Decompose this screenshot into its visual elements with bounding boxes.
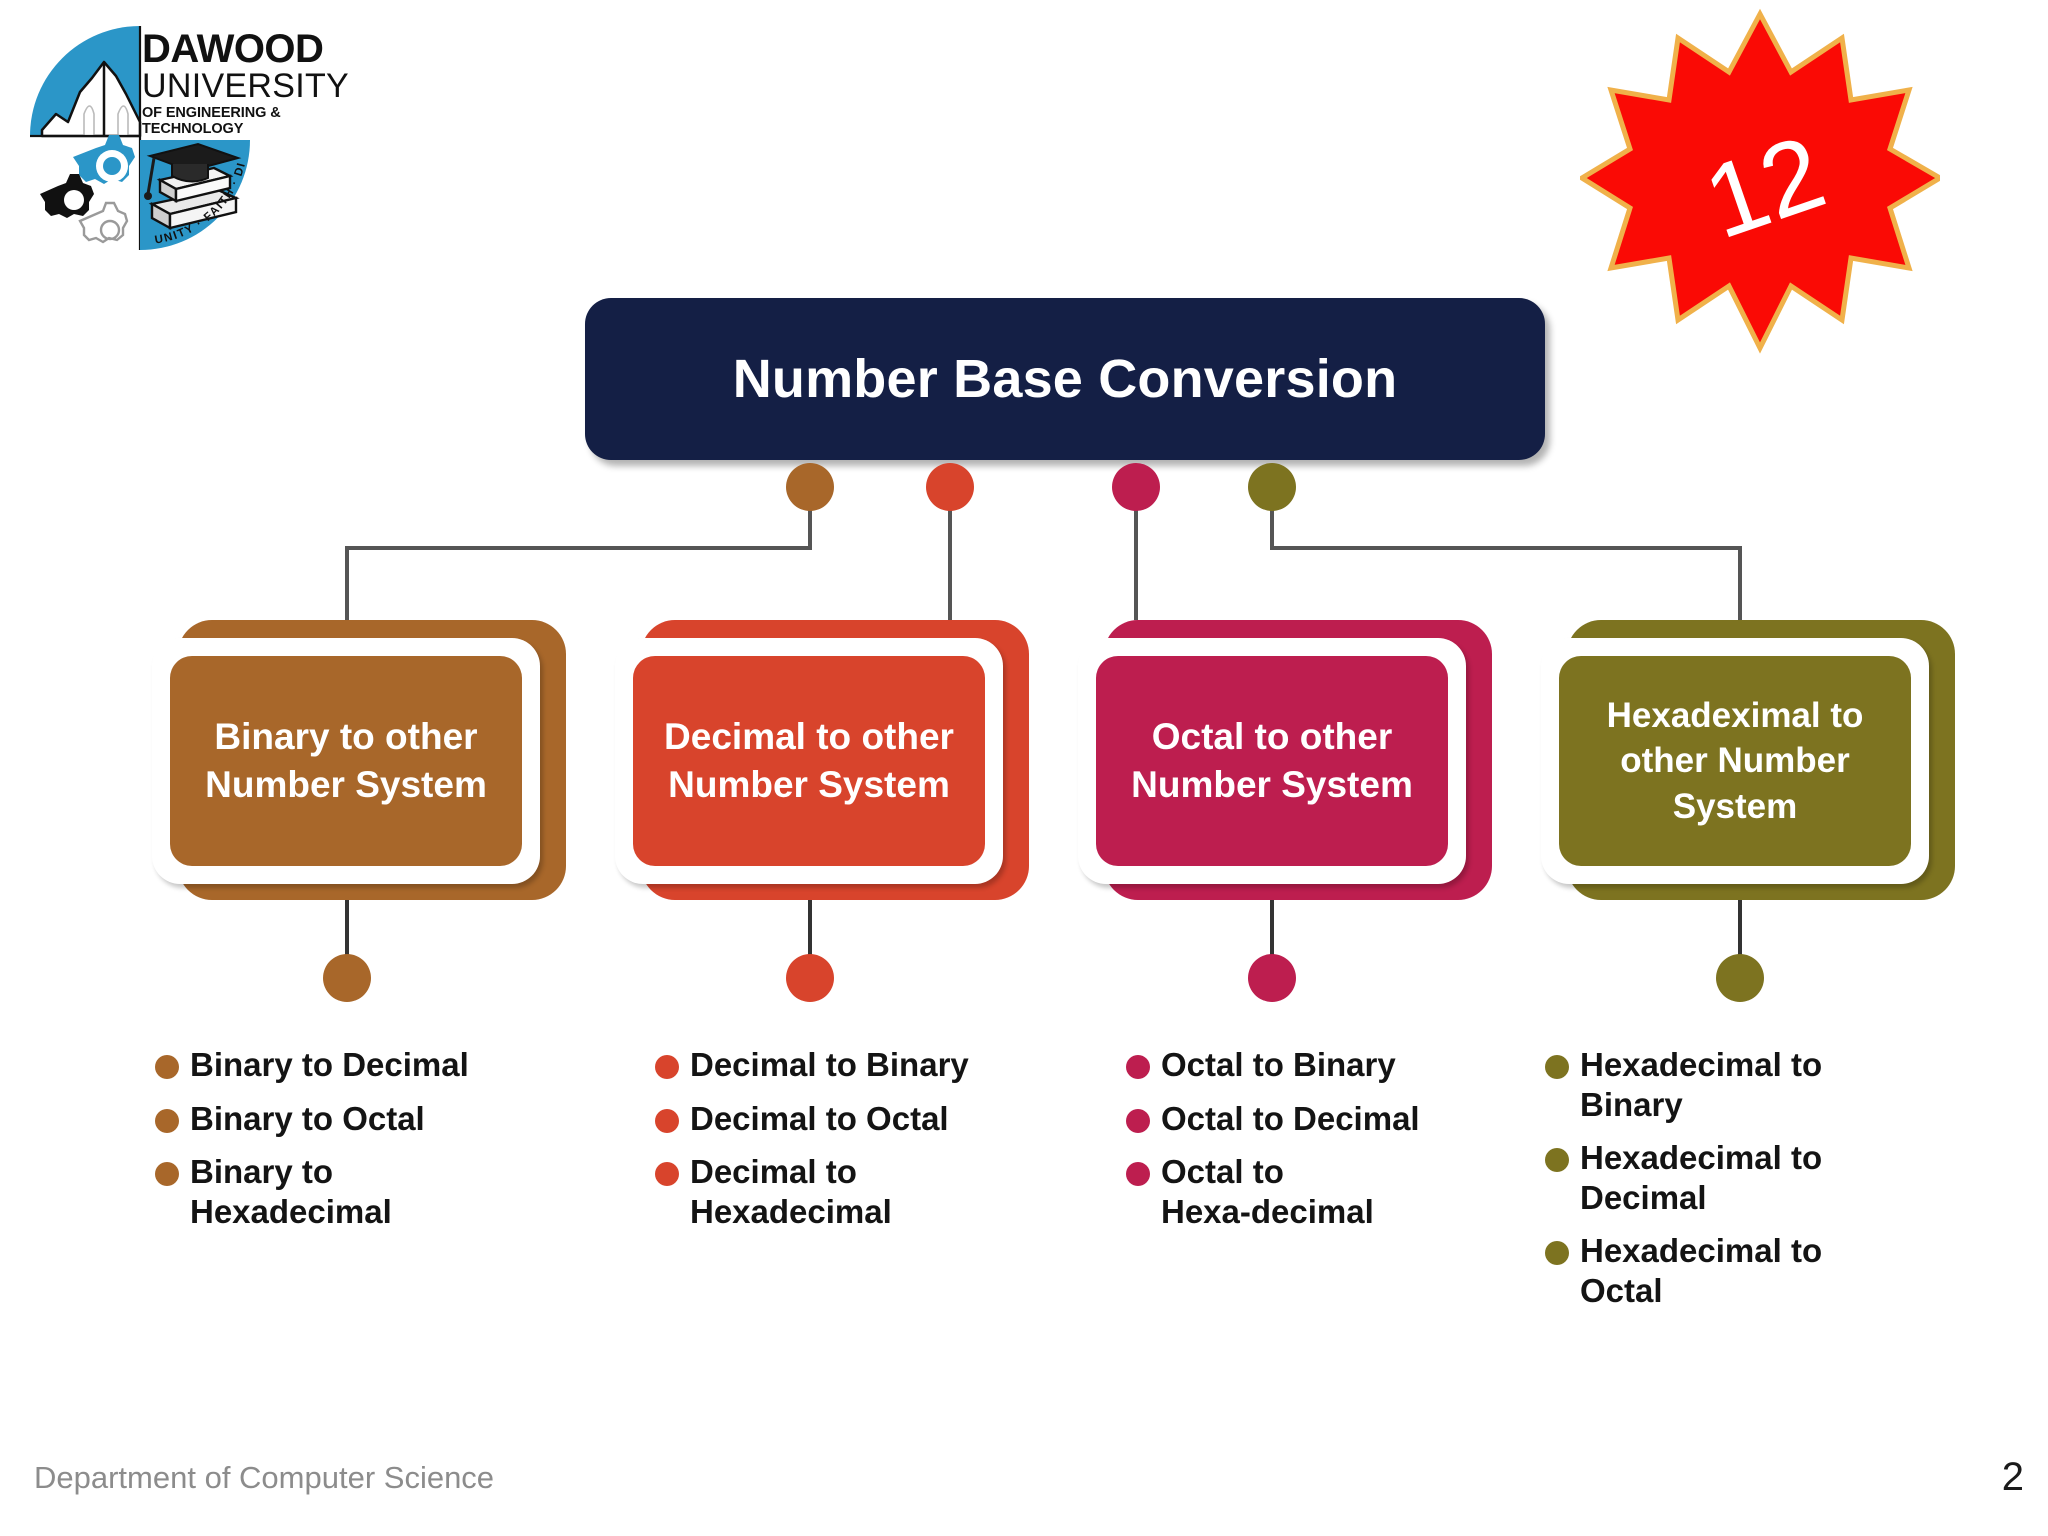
bullet-dot-icon — [1126, 1055, 1150, 1079]
node-dot-octal-top — [1112, 463, 1160, 511]
university-logo: UNITY · FAITH · DISCIPLINE DAWOOD UNIVER… — [18, 12, 368, 262]
list-item[interactable]: Octal to Decimal — [1126, 1099, 1506, 1139]
branch-list-decimal: Decimal to Binary Decimal to Octal Decim… — [655, 1045, 1055, 1245]
connector-hexadecimal — [1270, 490, 1742, 620]
logo-wordmark: DAWOOD UNIVERSITY OF ENGINEERING & TECHN… — [142, 27, 372, 138]
list-item-label: Octal to Decimal — [1161, 1099, 1420, 1137]
list-item[interactable]: Decimal to Binary — [655, 1045, 1055, 1085]
branch-card-hexadecimal[interactable]: Hexadeximal to other Number System — [1541, 620, 1955, 900]
connector-binary — [345, 490, 812, 620]
list-item-label: Binary to Decimal — [190, 1046, 469, 1083]
list-item-label: Decimal to Hexadecimal — [690, 1153, 892, 1230]
diagram-title-text: Number Base Conversion — [732, 349, 1398, 409]
node-dot-hexadecimal-top — [1248, 463, 1296, 511]
slide-number-starburst-badge: 12 — [1577, 8, 1945, 358]
card-label-decimal: Decimal to other Number System — [664, 715, 954, 805]
list-item-label: Octal to Binary — [1161, 1046, 1396, 1083]
logo-name-line3: OF ENGINEERING & TECHNOLOGY — [142, 105, 281, 138]
node-dot-binary-bottom — [323, 954, 371, 1002]
list-item[interactable]: Binary to Decimal — [155, 1045, 555, 1085]
card-label-binary: Binary to other Number System — [205, 715, 487, 805]
branch-card-decimal[interactable]: Decimal to other Number System — [615, 620, 1029, 900]
list-item[interactable]: Hexadecimal to Binary — [1545, 1045, 1875, 1124]
footer-department-label: Department of Computer Science — [34, 1460, 495, 1495]
list-item[interactable]: Decimal to Octal — [655, 1099, 1055, 1139]
list-item-label: Binary to Hexadecimal — [190, 1153, 392, 1230]
list-item-label: Hexadecimal to Decimal — [1580, 1139, 1823, 1216]
list-item-label: Binary to Octal — [190, 1099, 425, 1137]
branch-card-binary[interactable]: Binary to other Number System — [152, 620, 566, 900]
logo-name-line2: UNIVERSITY — [142, 67, 350, 106]
branch-list-binary: Binary to Decimal Binary to Octal Binary… — [155, 1045, 555, 1245]
list-item-label: Hexadecimal to Octal — [1580, 1232, 1823, 1309]
node-dot-binary-top — [786, 463, 834, 511]
bullet-dot-icon — [655, 1055, 679, 1079]
list-item[interactable]: Binary to Octal — [155, 1099, 555, 1139]
list-item[interactable]: Hexadecimal to Octal — [1545, 1231, 1875, 1310]
list-item-label: Hexadecimal to Binary — [1580, 1046, 1823, 1123]
card-inner-decimal: Decimal to other Number System — [633, 656, 985, 866]
bullet-dot-icon — [1126, 1162, 1150, 1187]
list-item[interactable]: Decimal to Hexadecimal — [655, 1152, 1055, 1231]
list-item[interactable]: Octal to Binary — [1126, 1045, 1506, 1085]
card-inner-octal: Octal to other Number System — [1096, 656, 1448, 866]
bullet-dot-icon — [155, 1108, 179, 1133]
card-inner-hexadecimal: Hexadeximal to other Number System — [1559, 656, 1911, 866]
node-dot-decimal-top — [926, 463, 974, 511]
footer-page-number: 2 — [2001, 1455, 2024, 1499]
list-item-label: Octal to Hexa-decimal — [1161, 1153, 1374, 1230]
bullet-dot-icon — [155, 1055, 179, 1079]
card-label-octal: Octal to other Number System — [1131, 715, 1413, 805]
logo-name-line1: DAWOOD — [142, 27, 324, 71]
card-inner-binary: Binary to other Number System — [170, 656, 522, 866]
list-item[interactable]: Hexadecimal to Decimal — [1545, 1138, 1875, 1217]
starburst-icon — [1577, 8, 1945, 354]
list-item[interactable]: Binary to Hexadecimal — [155, 1152, 555, 1231]
branch-card-octal[interactable]: Octal to other Number System — [1078, 620, 1492, 900]
list-item-label: Decimal to Octal — [690, 1099, 949, 1137]
bullet-dot-icon — [155, 1162, 179, 1187]
node-dot-decimal-bottom — [786, 954, 834, 1002]
bullet-dot-icon — [1545, 1148, 1569, 1173]
bullet-dot-icon — [1126, 1108, 1150, 1133]
node-dot-hexadecimal-bottom — [1716, 954, 1764, 1002]
branch-list-octal: Octal to Binary Octal to Decimal Octal t… — [1126, 1045, 1506, 1245]
diagram-title-box: Number Base Conversion — [585, 298, 1545, 460]
bullet-dot-icon — [1545, 1055, 1569, 1079]
bullet-dot-icon — [1545, 1241, 1569, 1266]
bullet-dot-icon — [655, 1108, 679, 1133]
list-item-label: Decimal to Binary — [690, 1046, 969, 1083]
bullet-dot-icon — [655, 1162, 679, 1187]
card-label-hexadecimal: Hexadeximal to other Number System — [1606, 695, 1864, 826]
branch-list-hexadecimal: Hexadecimal to Binary Hexadecimal to Dec… — [1545, 1045, 1875, 1325]
dawood-emblem-icon: UNITY · FAITH · DISCIPLINE — [22, 18, 250, 250]
node-dot-octal-bottom — [1248, 954, 1296, 1002]
list-item[interactable]: Octal to Hexa-decimal — [1126, 1152, 1506, 1231]
